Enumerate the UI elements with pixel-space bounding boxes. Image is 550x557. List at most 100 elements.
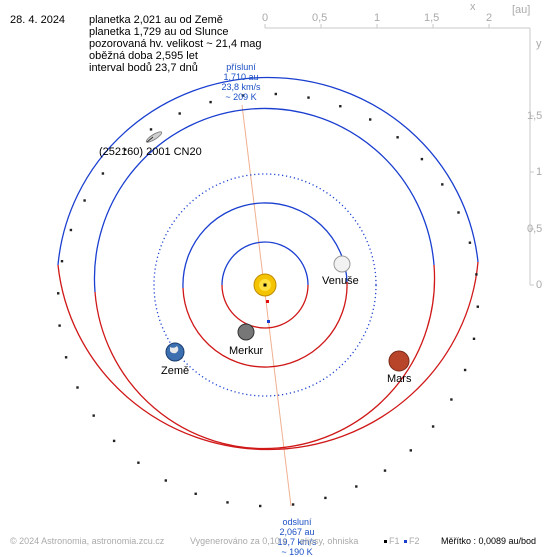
asteroid-orbit-point (124, 148, 127, 151)
asteroid-orbit-point (92, 414, 95, 417)
x-axis-label: x (470, 1, 476, 13)
asteroid-orbit-point (472, 337, 476, 340)
asteroid-orbit-point (58, 324, 61, 327)
asteroid-name-label: (252160) 2001 CN20 (99, 146, 202, 158)
info-line-magnitude: pozorovaná hv. velikost ~ 21,4 mag (89, 38, 262, 50)
asteroid-orbit-point (149, 128, 153, 131)
venus-planet (333, 255, 351, 273)
x-tick-0: 0 (262, 12, 269, 24)
legend-label: elipsy, ohniska (300, 536, 359, 546)
aphelion-speed: 19,7 km/s (277, 537, 317, 547)
asteroid-orbit-point (450, 398, 453, 401)
asteroid-orbit-point (468, 241, 472, 244)
venus-label: Venuše (322, 275, 359, 287)
asteroid-orbit-point (209, 100, 212, 104)
legend-f1-marker (384, 540, 387, 544)
asteroid-orbit-point (274, 92, 277, 96)
asteroid-leader-line (146, 136, 154, 143)
asteroid-orbit-point (226, 501, 229, 504)
legend-f2-label: F2 (409, 536, 420, 546)
perihelion-title: přísluní (226, 62, 256, 72)
asteroid-orbit-point (420, 157, 424, 161)
legend-f2-marker (404, 540, 407, 544)
legend-f1: F1 (384, 535, 400, 547)
asteroid-orbit-point (83, 199, 86, 202)
copyright-label: © 2024 Astronomia, astronomia.zcu.cz (10, 536, 165, 546)
asteroid-orbit-point (60, 260, 64, 263)
x-tick-1: 1 (374, 12, 381, 24)
aphelion-temperature: ~ 190 K (281, 547, 313, 557)
legend-f2: F2 (404, 535, 420, 547)
asteroid-orbit-point (69, 228, 73, 232)
asteroid-orbit-point (57, 292, 60, 295)
asteroid-orbit-point (76, 386, 79, 389)
mercury-label: Merkur (229, 345, 264, 357)
asteroid-orbit-point (137, 461, 140, 464)
info-line-interval: interval bodů 23,7 dnů (89, 62, 198, 74)
mars-orbit-north (93, 107, 435, 293)
asteroid-orbit-point (383, 469, 387, 472)
asteroid-orbit-point (339, 105, 342, 108)
asteroid-orbit-point (178, 112, 181, 115)
mars-orbit-south (94, 264, 436, 450)
date-label: 28. 4. 2024 (10, 14, 66, 26)
info-line-distance-earth: planetka 2,021 au od Země (89, 14, 223, 26)
asteroid-orbit-point (457, 211, 460, 214)
venus-orbit-south (182, 281, 348, 368)
mercury-planet (237, 323, 255, 341)
perihelion-speed: 23,8 km/s (221, 82, 261, 92)
x-tick-0-5: 0,5 (312, 12, 328, 24)
y-tick-1: 1 (536, 166, 543, 178)
asteroid-orbit-points (57, 92, 479, 508)
aphelion-distance: 2,067 au (279, 527, 315, 537)
asteroid-orbit-point (441, 183, 444, 186)
aphelion-title: odsluní (282, 517, 312, 527)
y-axis-label: y (536, 38, 542, 50)
info-line-period: oběžná doba 2,595 let (89, 50, 198, 62)
perihelion-temperature: ~ 209 K (225, 92, 257, 102)
asteroid-orbit-point (463, 368, 467, 372)
y-tick-0-5: 0,5 (527, 223, 543, 235)
asteroid-orbit-point (164, 479, 167, 482)
asteroid-orbit-point (194, 492, 197, 495)
perihelion-label: přísluní 1,710 au 23,8 km/s ~ 209 K (216, 62, 266, 102)
earth-label: Země (161, 365, 190, 377)
asteroid-orbit-point (101, 172, 105, 175)
asteroid-orbit-point (259, 504, 262, 508)
asteroid-orbit-point (409, 449, 412, 452)
asteroid-orbit-point (241, 94, 245, 97)
apsides-line (241, 104, 292, 507)
asteroid-orbit-point (112, 439, 116, 443)
asteroid-orbit-point (475, 273, 478, 276)
venus-orbit-north (182, 202, 348, 289)
legend-f1-label: F1 (389, 536, 400, 546)
scale-label: Měřítko : 0,0089 au/bod (441, 536, 537, 546)
perihelion-distance: 1,710 au (223, 72, 259, 82)
asteroid-orbit-north (57, 76, 479, 266)
mercury-orbit-south (221, 284, 309, 329)
earth-orbit (153, 173, 377, 397)
x-tick-2: 2 (486, 12, 493, 24)
asteroid-orbit-point (64, 356, 68, 359)
info-line-distance-sun: planetka 1,729 au od Slunce (89, 26, 229, 38)
earth-clouds (170, 346, 179, 354)
asteroid-orbit-south (57, 261, 479, 451)
asteroid-orbit-point (324, 496, 327, 500)
asteroid-orbit-point (396, 136, 399, 139)
asteroid-orbit-point (476, 305, 479, 308)
mars-label: Mars (387, 373, 412, 385)
y-tick-1-5: 1,5 (527, 110, 543, 122)
focus-f2 (267, 320, 270, 323)
axis-ticks (264, 24, 534, 286)
focus-f1 (263, 283, 267, 287)
asteroid-orbit-point (355, 485, 358, 488)
y-tick-0: 0 (536, 279, 543, 291)
mars-planet (388, 350, 410, 372)
generated-label: Vygenerováno za 0,10 s (190, 536, 287, 546)
asteroid-orbit-point (307, 96, 310, 99)
asteroid-orbit-point (291, 503, 295, 506)
mercury-orbit-north (221, 241, 309, 286)
asteroid-orbit-point (431, 425, 435, 428)
asteroid-orbit-point (369, 118, 372, 121)
